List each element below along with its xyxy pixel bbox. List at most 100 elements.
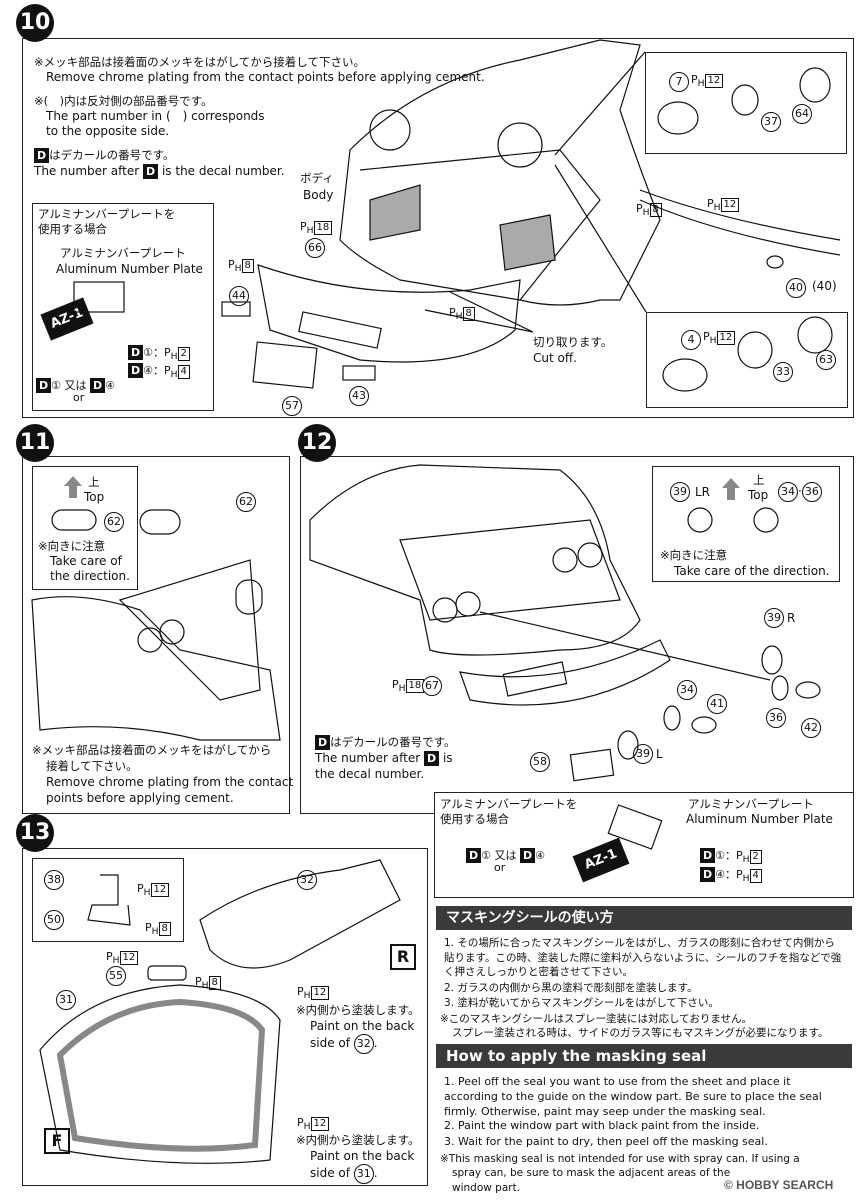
chrome-jp1-11: ※メッキ部品は接着面のメッキをはがしてから	[32, 743, 272, 757]
part-57: 57	[282, 396, 302, 416]
part-33: 33	[773, 362, 793, 382]
part-55: 55	[106, 966, 126, 986]
top-en-12: Top	[748, 488, 769, 502]
up-arrow-icon	[64, 476, 82, 486]
alum-plate-jp-10: アルミナンバープレート	[60, 246, 186, 260]
care-en-12: Take care of the direction.	[674, 564, 830, 578]
direction-box-11	[32, 466, 138, 590]
mask-jp-2: 2. ガラスの内側から黒の塗料で彫刻部を塗装します。	[444, 982, 698, 994]
step10-note1-jp: ※メッキ部品は接着面のメッキをはがしてから接着して下さい。	[34, 55, 365, 69]
mask-note-en2: spray can, be sure to mask the adjacent …	[452, 1167, 731, 1194]
alum-jp2-12: 使用する場合	[440, 812, 509, 826]
step11-number: 11	[16, 424, 54, 462]
headlight-detail-bottom	[646, 312, 848, 408]
mask-en-2: 2. Paint the window part with black pain…	[444, 1119, 760, 1132]
headlight-detail-top	[645, 52, 847, 154]
decal-or-en-10: or	[73, 391, 85, 404]
part-58: 58	[530, 752, 550, 772]
cut-off-jp: 切り取ります。	[533, 335, 613, 349]
up-arrow-icon-12	[722, 478, 740, 488]
lr-label: LR	[695, 485, 711, 499]
part-40-opposite: (40)	[812, 279, 837, 293]
back-jp-b: ※内側から塗装します。	[296, 1133, 420, 1147]
back-en1-b: Paint on the back	[310, 1149, 415, 1163]
mask-jp-1: 1. その場所に合ったマスキングシールをはがし、ガラスの彫刻に合わせて内側から貼…	[444, 937, 842, 978]
watermark: © HOBBY SEARCH	[724, 1178, 834, 1192]
mask-title-en: How to apply the masking seal	[436, 1044, 852, 1068]
up-arrow-stem	[69, 486, 77, 498]
mask-title-jp: マスキングシールの使い方	[436, 906, 852, 930]
r-marker: R	[390, 944, 416, 970]
part-34: 34	[677, 680, 697, 700]
direction-box-12	[652, 466, 840, 582]
bracket-detail-box	[32, 858, 184, 942]
mask-note-jp2: スプレー塗装される時は、サイドのガラス等にもマスキングが必要になります。	[452, 1027, 829, 1039]
part-50: 50	[44, 910, 64, 930]
back-en2-b: side of 31.	[310, 1164, 378, 1184]
step10-number: 10	[16, 4, 54, 42]
step10-note3-en: The number after D is the decal number.	[34, 164, 285, 179]
back-en1-a: Paint on the back	[310, 1019, 415, 1033]
part-7: 7	[669, 72, 689, 92]
part-44: 44	[229, 286, 249, 306]
alum-jp1-10: アルミナンバープレートを	[38, 207, 176, 221]
part-38: 38	[44, 870, 64, 890]
chrome-jp2-11: 接着して下さい。	[46, 759, 138, 773]
part-64: 64	[792, 104, 812, 124]
mask-en-1: 1. Peel off the seal you want to use fro…	[444, 1075, 822, 1118]
part-4: 4	[681, 330, 701, 350]
cut-off-en: Cut off.	[533, 351, 577, 365]
l-side-label: L	[656, 747, 663, 761]
part-62: 62	[236, 492, 256, 512]
alum-plate-box-10	[32, 203, 214, 411]
mask-note-en1: ※This masking seal is not intended for u…	[440, 1153, 800, 1165]
part-36: 36	[766, 708, 786, 728]
part-42: 42	[801, 718, 821, 738]
mask-en-3: 3. Wait for the paint to dry, then peel …	[444, 1135, 768, 1148]
f-marker: F	[44, 1128, 70, 1154]
chrome-en2-11: points before applying cement.	[46, 791, 234, 805]
body-label-en: Body	[303, 188, 334, 202]
alum-jp1-12: アルミナンバープレートを	[440, 797, 578, 811]
decal-note-en-12b: the decal number.	[315, 767, 425, 781]
part-40: 40	[786, 278, 806, 298]
decal-note-en-12a: The number after D is	[315, 751, 453, 766]
alum-plate-en-12: Aluminum Number Plate	[686, 812, 833, 826]
care-jp-12: ※向きに注意	[660, 548, 728, 562]
alum-jp2-10: 使用する場合	[38, 222, 107, 236]
care-jp-11: ※向きに注意	[38, 539, 106, 553]
part-62-box: 62	[104, 512, 124, 532]
back-jp-a: ※内側から塗装します。	[296, 1003, 420, 1017]
part-41: 41	[707, 694, 727, 714]
part-37: 37	[761, 112, 781, 132]
step10-note2-en1: The part number in ( ) corresponds	[46, 109, 265, 123]
step10-note2-en2: to the opposite side.	[46, 124, 170, 138]
step10-note2-jp: ※( )内は反対側の部品番号です。	[34, 94, 213, 108]
alum-plate-en-10: Aluminum Number Plate	[56, 262, 203, 276]
part-39-l: 39	[633, 744, 653, 764]
top-en-11: Top	[84, 490, 105, 504]
step10-note1-en: Remove chrome plating from the contact p…	[46, 70, 485, 84]
part-34-36-box: 34·36	[778, 482, 822, 502]
top-jp-11: 上	[88, 475, 100, 489]
care-en1-11: Take care of	[50, 554, 122, 568]
r-side-label: R	[787, 611, 796, 625]
